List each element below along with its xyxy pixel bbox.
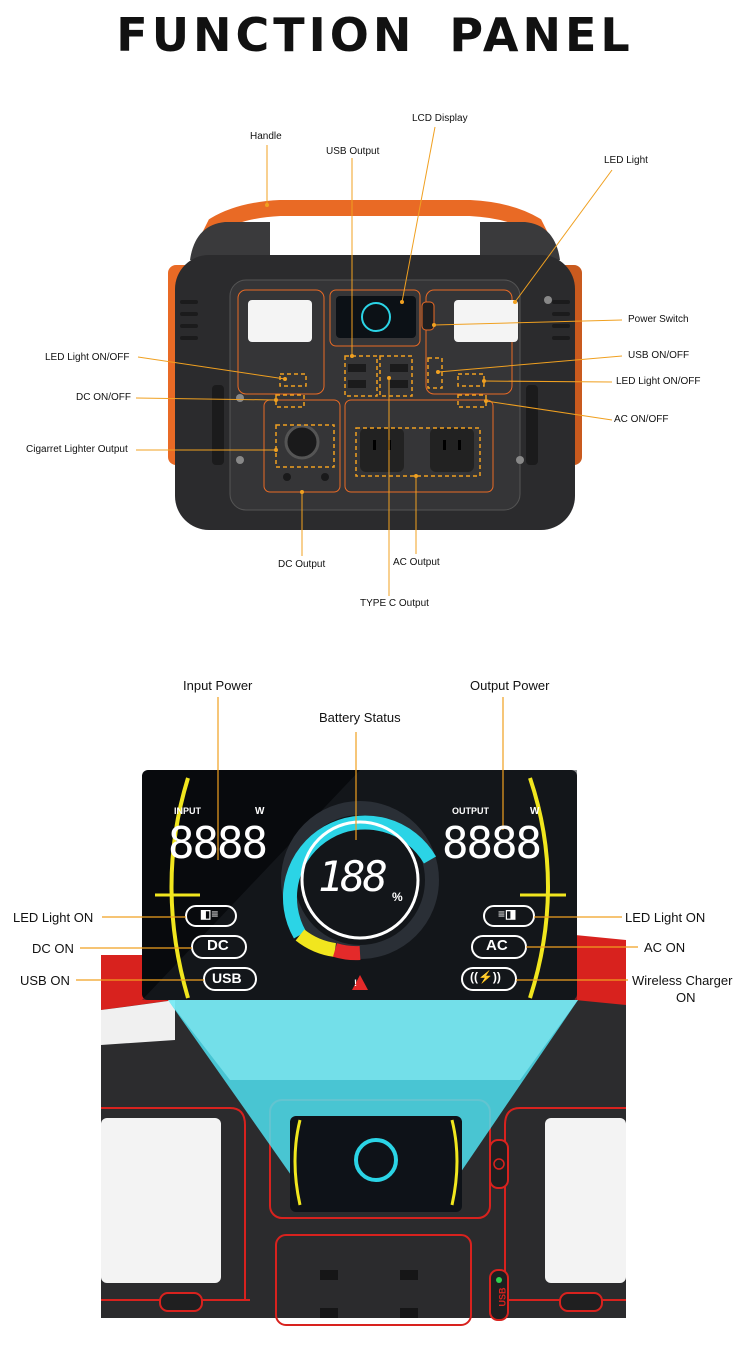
label-lcd-display: LCD Display: [412, 113, 468, 124]
led-icon-left: ◧≡: [200, 907, 219, 921]
label-led-onoff-left: LED Light ON/OFF: [45, 352, 130, 363]
label-wireless-on: ON: [676, 990, 696, 1005]
label-cig-output: Cigarret Lighter Output: [26, 444, 128, 455]
lcd-dc-text: DC: [207, 937, 229, 954]
label-dc-output: DC Output: [278, 559, 326, 570]
label-usb-onoff: USB ON/OFF: [628, 350, 690, 361]
label-output-power: Output Power: [470, 678, 550, 693]
led-panel-right: [454, 300, 518, 342]
lcd-output-label: OUTPUT: [452, 806, 489, 816]
label-dc-onoff: DC ON/OFF: [76, 392, 131, 403]
label-input-power: Input Power: [183, 678, 253, 693]
led-icon-right: ≡◨: [498, 907, 517, 921]
lcd-usb-text: USB: [212, 970, 242, 986]
usb-port-label: USB: [497, 1287, 508, 1307]
led-panel-right-large: [545, 1118, 626, 1283]
label-usb-on: USB ON: [20, 973, 70, 988]
label-wireless-charger: Wireless Charger: [632, 973, 733, 988]
label-handle: Handle: [250, 131, 282, 142]
led-panel-left: [248, 300, 312, 342]
lcd-input-label: INPUT: [174, 806, 201, 816]
lcd-input-digits: 8888: [168, 818, 268, 869]
label-power-switch: Power Switch: [628, 314, 689, 325]
label-battery-status: Battery Status: [319, 710, 401, 725]
label-typec-output: TYPE C Output: [360, 598, 429, 609]
lcd-input-unit: W: [255, 806, 265, 817]
page-title: FUNCTION PANEL: [116, 8, 634, 62]
lcd-ac-text: AC: [486, 937, 508, 954]
lcd-output-digits: 8888: [442, 818, 542, 869]
label-ac-output: AC Output: [393, 557, 440, 568]
led-panel-left-large: [101, 1118, 221, 1283]
label-ac-on: AC ON: [644, 940, 686, 955]
label-led-light-on-left: LED Light ON: [13, 910, 94, 925]
power-station-front-illustration: [135, 126, 623, 596]
handle: [197, 200, 553, 253]
label-led-onoff-right: LED Light ON/OFF: [616, 376, 701, 387]
label-ac-onoff: AC ON/OFF: [614, 414, 669, 425]
label-dc-on: DC ON: [32, 941, 74, 956]
label-led-light-on-right: LED Light ON: [625, 910, 706, 925]
label-usb-output: USB Output: [326, 146, 380, 157]
wireless-icon: ((⚡)): [470, 970, 501, 984]
warning-icon: !: [354, 978, 357, 988]
lcd-output-unit: W: [530, 806, 540, 817]
lcd-small: [336, 296, 416, 338]
lcd-battery-digits: 188: [318, 852, 388, 901]
lcd-percent: %: [392, 890, 403, 904]
label-led-light: LED Light: [604, 155, 648, 166]
